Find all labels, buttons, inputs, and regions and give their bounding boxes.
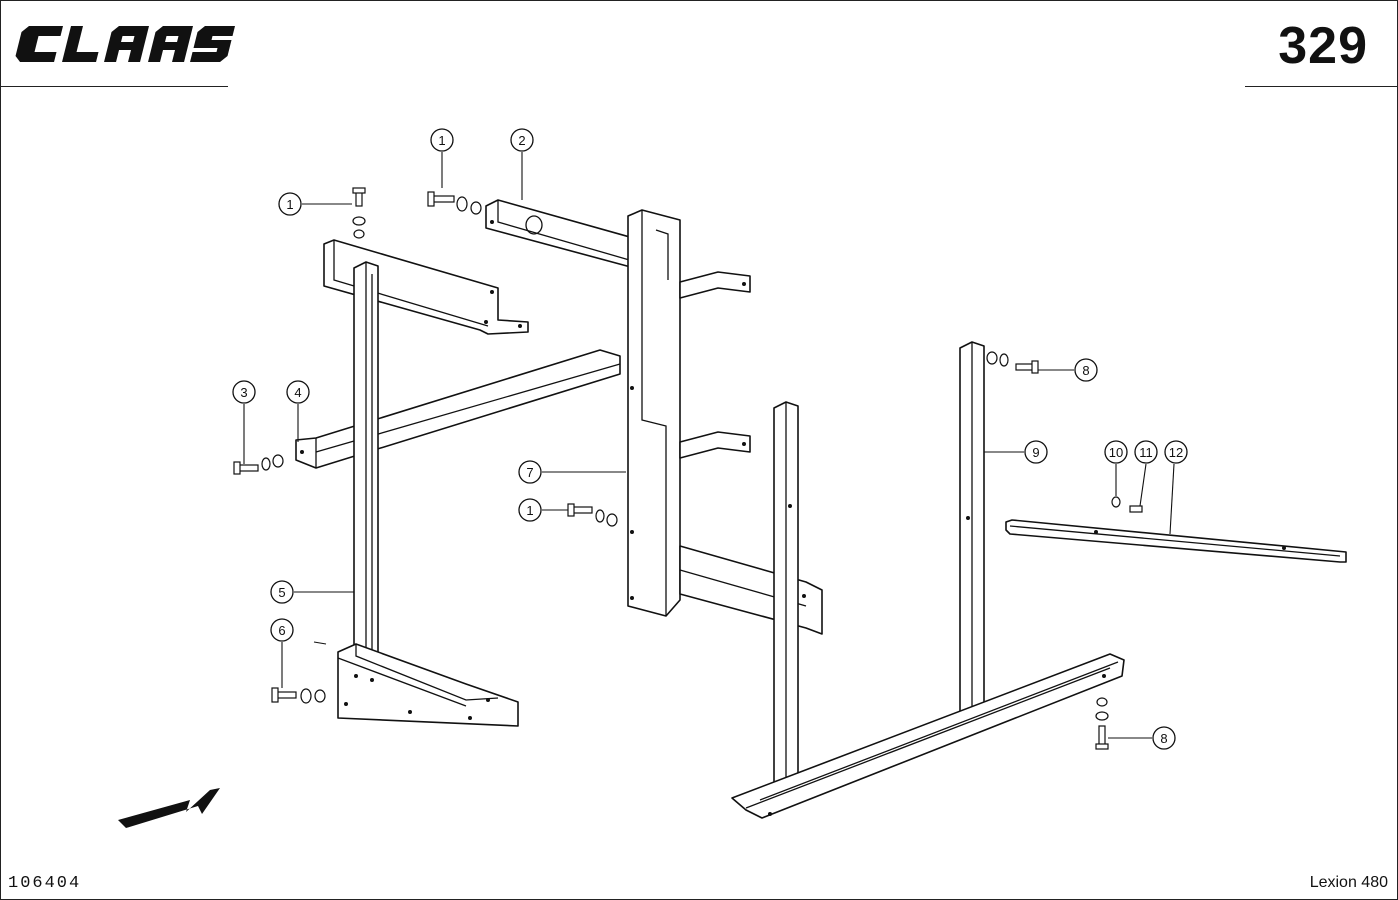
callout-2: 2 bbox=[510, 128, 534, 152]
svg-text:8: 8 bbox=[1082, 363, 1089, 378]
svg-text:6: 6 bbox=[278, 623, 285, 638]
bottom-rail bbox=[731, 653, 1125, 819]
part-4-horizontal-beam bbox=[295, 349, 621, 469]
model-name: Lexion 480 bbox=[1309, 874, 1388, 891]
part-9-right-post-rear bbox=[959, 341, 985, 725]
callout-5: 5 bbox=[270, 580, 294, 604]
upper-left-bracket bbox=[323, 239, 529, 335]
callout-1b: 1 bbox=[430, 128, 454, 152]
document-number: 106404 bbox=[8, 874, 82, 893]
lower-cross-beam bbox=[679, 545, 823, 635]
svg-text:8: 8 bbox=[1160, 731, 1167, 746]
callout-7: 7 bbox=[518, 460, 542, 484]
part-7-central-post bbox=[627, 209, 751, 617]
callout-8b: 8 bbox=[1152, 726, 1176, 750]
svg-text:9: 9 bbox=[1032, 445, 1039, 460]
callout-8a: 8 bbox=[1074, 358, 1098, 382]
svg-text:1: 1 bbox=[286, 197, 293, 212]
header-rule-right bbox=[1245, 86, 1398, 87]
callout-11: 11 bbox=[1134, 440, 1158, 464]
header-rule-left bbox=[0, 86, 228, 87]
svg-text:3: 3 bbox=[240, 385, 247, 400]
direction-arrow bbox=[118, 788, 220, 828]
svg-text:1: 1 bbox=[438, 133, 445, 148]
svg-text:10: 10 bbox=[1109, 445, 1123, 460]
page-number: 329 bbox=[1278, 17, 1368, 75]
svg-text:12: 12 bbox=[1169, 445, 1183, 460]
callout-10: 10 bbox=[1104, 440, 1128, 464]
right-post-front bbox=[773, 401, 799, 797]
svg-text:1: 1 bbox=[526, 503, 533, 518]
leader-lines bbox=[243, 152, 1175, 739]
svg-text:4: 4 bbox=[294, 385, 301, 400]
callout-1a: 1 bbox=[278, 192, 302, 216]
callout-9: 9 bbox=[1024, 440, 1048, 464]
callout-3: 3 bbox=[232, 380, 256, 404]
svg-text:11: 11 bbox=[1139, 445, 1153, 460]
svg-text:7: 7 bbox=[526, 465, 533, 480]
claas-logo bbox=[15, 26, 235, 62]
svg-text:5: 5 bbox=[278, 585, 285, 600]
svg-text:2: 2 bbox=[518, 133, 525, 148]
part-12-angle-strip bbox=[1005, 519, 1347, 563]
callout-6: 6 bbox=[270, 618, 294, 642]
callout-1c: 1 bbox=[518, 498, 542, 522]
part-5-left-post bbox=[353, 261, 379, 677]
left-foot-plate bbox=[337, 643, 519, 727]
hardware-items bbox=[233, 187, 1143, 750]
callout-12: 12 bbox=[1164, 440, 1188, 464]
callout-4: 4 bbox=[286, 380, 310, 404]
